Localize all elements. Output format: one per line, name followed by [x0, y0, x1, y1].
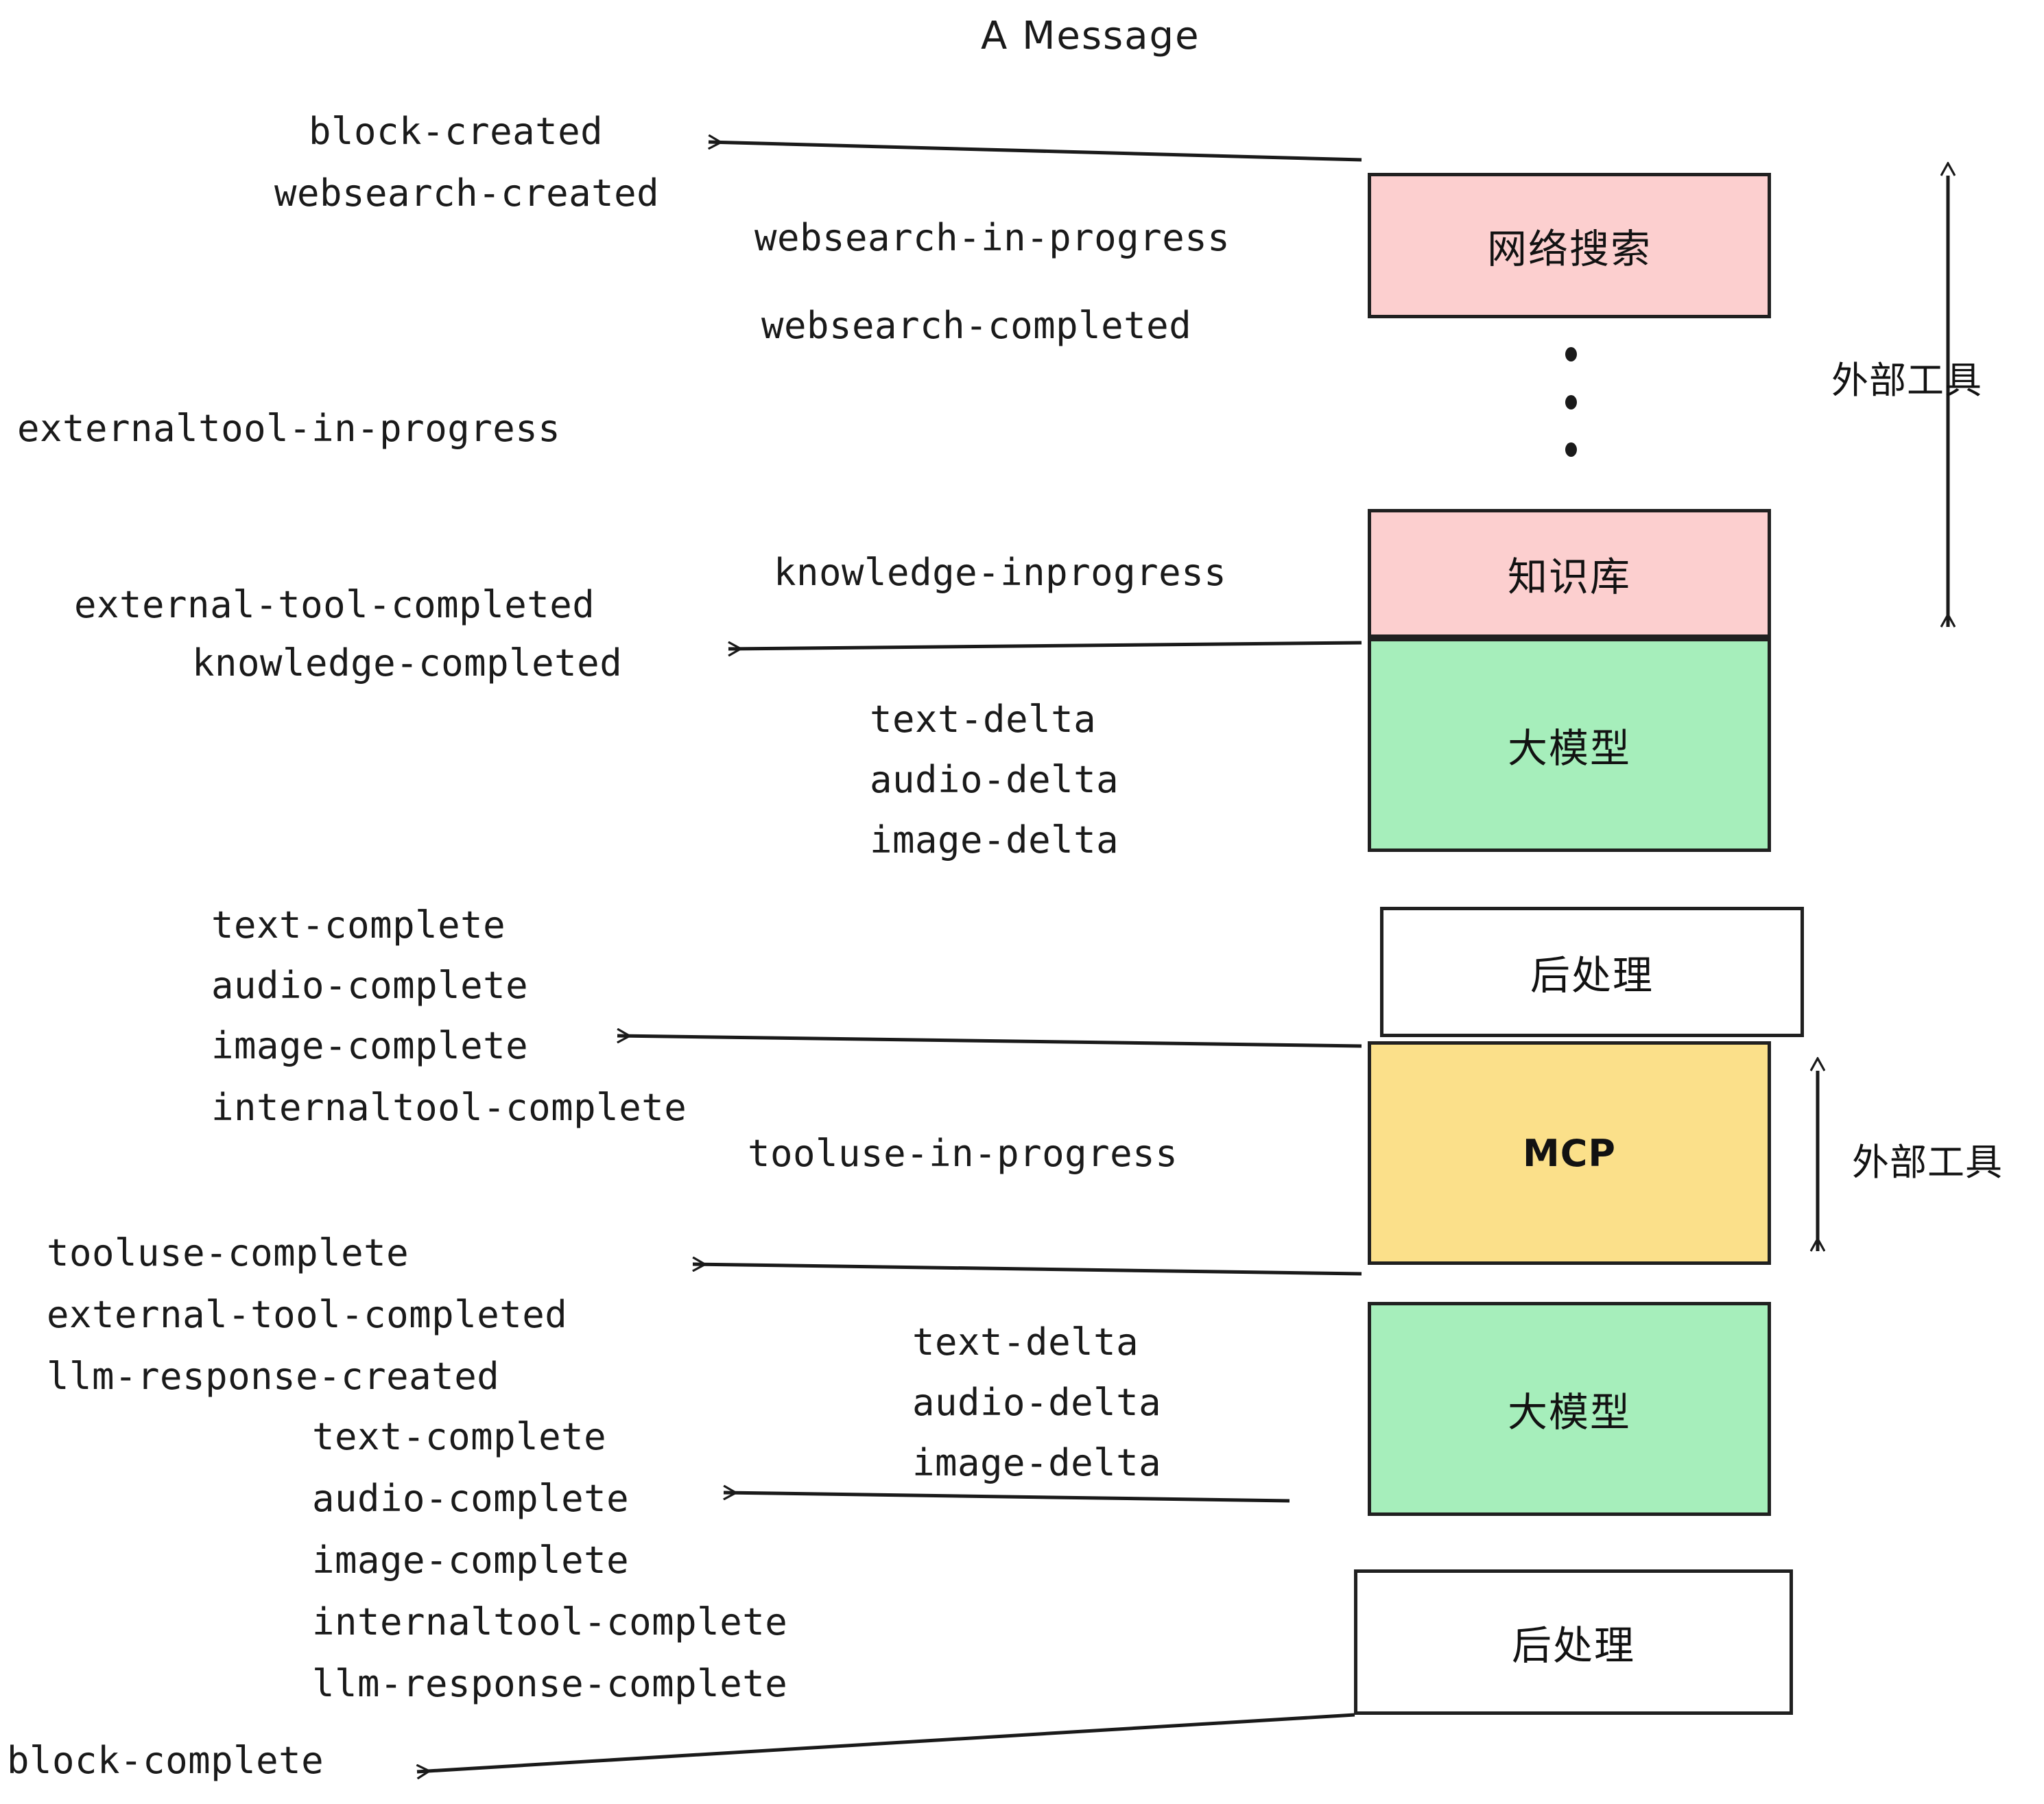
- arrow-image-complete: [617, 1036, 1362, 1048]
- event-label-text-complete-1: text-complete: [211, 903, 506, 947]
- arrow-block-complete: [417, 1713, 1355, 1772]
- node-label: 大模型: [1507, 1389, 1631, 1436]
- event-label-image-complete-1: image-complete: [211, 1024, 529, 1067]
- event-label-audio-delta-1: audio-delta: [870, 758, 1119, 801]
- event-label-tooluse-complete: tooluse-complete: [47, 1231, 409, 1274]
- arrow-knowledge-completed: [728, 641, 1362, 649]
- node-llm1: 大模型: [1368, 638, 1771, 852]
- event-label-websearch-completed: websearch-completed: [761, 304, 1192, 347]
- event-label-image-complete-2: image-complete: [312, 1539, 630, 1582]
- event-label-block-complete: block-complete: [7, 1739, 324, 1782]
- event-label-image-delta-2: image-delta: [912, 1441, 1162, 1484]
- node-mcp: MCP: [1368, 1041, 1771, 1265]
- group-label-external-tools-bottom: 外部工具: [1852, 1141, 2003, 1184]
- node-llm2: 大模型: [1368, 1302, 1771, 1516]
- node-label: 网络搜索: [1486, 226, 1652, 272]
- node-postproc1: 后处理: [1380, 907, 1804, 1037]
- node-label: 后处理: [1511, 1622, 1635, 1669]
- node-label: 后处理: [1530, 952, 1654, 999]
- ellipsis-dot-2: [1565, 394, 1577, 410]
- event-label-llm-response-complete: llm-response-complete: [312, 1662, 788, 1705]
- event-label-tooluse-in-progress: tooluse-in-progress: [748, 1132, 1178, 1175]
- event-label-knowledge-completed: knowledge-completed: [192, 641, 623, 685]
- event-label-block-created: block-created: [309, 110, 604, 153]
- event-label-knowledge-inprogress: knowledge-inprogress: [774, 551, 1227, 594]
- event-label-llm-response-created: llm-response-created: [47, 1355, 500, 1398]
- event-label-external-tool-completed-2: external-tool-completed: [47, 1293, 568, 1336]
- node-label: 大模型: [1507, 725, 1631, 772]
- event-label-internaltool-complete-1: internaltool-complete: [211, 1086, 687, 1129]
- ellipsis-dot-1: [1565, 347, 1577, 361]
- event-label-text-complete-2: text-complete: [312, 1415, 607, 1458]
- node-websearch: 网络搜索: [1368, 173, 1771, 318]
- arrow-tooluse-complete: [693, 1264, 1362, 1276]
- node-label: MCP: [1523, 1131, 1616, 1175]
- arrow-audio-complete: [724, 1493, 1290, 1503]
- event-label-text-delta-1: text-delta: [870, 698, 1097, 741]
- group-label-external-tools-top: 外部工具: [1831, 359, 1982, 402]
- node-postproc2: 后处理: [1354, 1569, 1793, 1715]
- event-label-websearch-created: websearch-created: [274, 171, 660, 215]
- event-label-externaltool-in-progress: externaltool-in-progress: [17, 407, 561, 450]
- event-label-websearch-in-progress: websearch-in-progress: [754, 216, 1231, 259]
- node-label: 知识库: [1507, 554, 1631, 600]
- event-label-external-tool-completed-1: external-tool-completed: [74, 583, 595, 626]
- event-label-audio-delta-2: audio-delta: [912, 1381, 1162, 1424]
- arrow-block-created: [709, 142, 1362, 162]
- event-label-audio-complete-1: audio-complete: [211, 964, 529, 1007]
- event-label-internaltool-complete-2: internaltool-complete: [312, 1600, 788, 1643]
- event-label-audio-complete-2: audio-complete: [312, 1477, 630, 1520]
- page-title: A Message: [981, 14, 1200, 58]
- event-label-image-delta-1: image-delta: [870, 818, 1119, 862]
- node-knowledge: 知识库: [1368, 509, 1771, 638]
- event-label-text-delta-2: text-delta: [912, 1320, 1139, 1364]
- ellipsis-dot-3: [1565, 442, 1577, 457]
- vertical-ellipsis-icon: [1564, 347, 1578, 457]
